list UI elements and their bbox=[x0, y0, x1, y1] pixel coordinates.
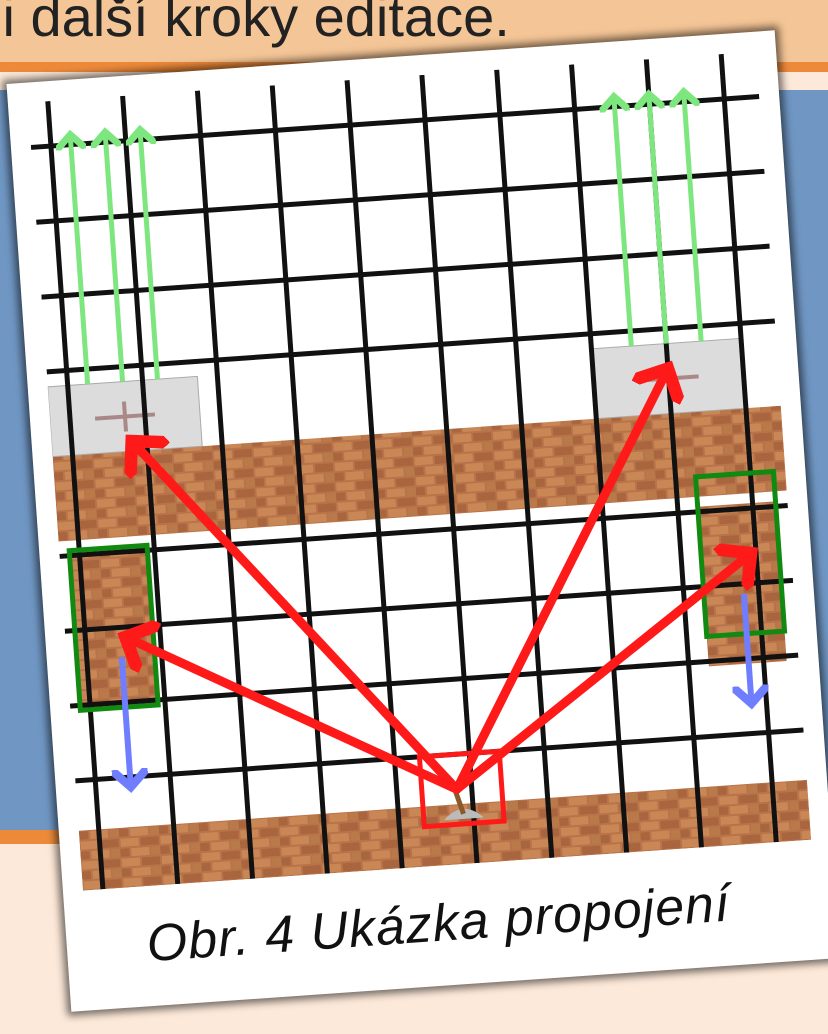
figure-caption: Obr. 4 Ukázka propojení bbox=[145, 874, 732, 975]
figure-card: Obr. 4 Ukázka propojení bbox=[7, 30, 828, 1011]
editor-grid-figure bbox=[28, 52, 811, 891]
slide-title: ji další kroky editace. bbox=[0, 0, 510, 49]
